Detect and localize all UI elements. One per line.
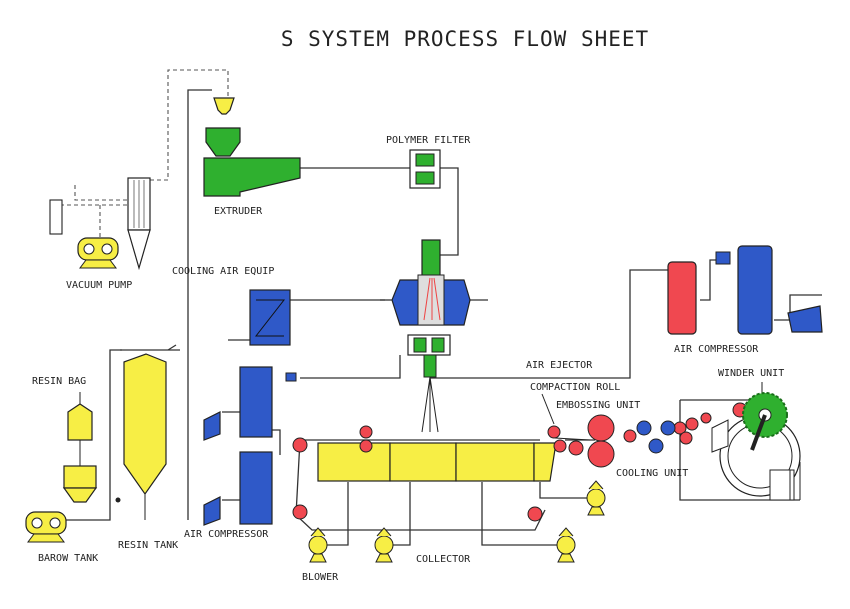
cooling-air-equip-label: COOLING AIR EQUIP — [172, 266, 274, 277]
cooling-roll-icon — [648, 438, 664, 454]
blower-icon — [308, 535, 328, 555]
hopper-icon — [213, 97, 235, 115]
air-dryer-icon — [737, 245, 773, 335]
resin-tank-icon — [123, 353, 167, 496]
roller-icon — [623, 429, 637, 443]
blower-icon — [374, 535, 394, 555]
vacuum-pump-label: VACUUM PUMP — [66, 280, 132, 291]
compressor-icon — [787, 305, 823, 333]
embossing-unit-label: EMBOSSING UNIT — [556, 400, 640, 411]
compaction-roll-label: COMPACTION ROLL — [530, 382, 620, 393]
extruder-label: EXTRUDER — [214, 206, 263, 217]
air-tank-icon — [239, 366, 273, 438]
attenuator-icon — [431, 337, 445, 353]
air-compressor-bottom-label: AIR COMPRESSOR — [184, 529, 269, 540]
winder-unit-group: WINDER UNIT — [711, 368, 801, 501]
diagram-title: S SYSTEM PROCESS FLOW SHEET — [281, 27, 649, 51]
roller-icon — [292, 504, 308, 520]
air-tank-icon — [239, 451, 273, 525]
vacuum-pump-group: VACUUM PUMP — [49, 177, 151, 291]
polymer-filter-group: POLYMER FILTER — [386, 135, 471, 189]
extruder-group: EXTRUDER — [203, 97, 301, 217]
chamber-icon — [455, 442, 535, 482]
top-air-compressor-group: AIR COMPRESSOR — [667, 245, 823, 355]
spinning-die-group — [380, 239, 471, 433]
roller-icon — [292, 437, 308, 453]
roller-icon — [527, 506, 543, 522]
resin-tank-label: RESIN TANK — [118, 540, 178, 551]
cooling-unit-label: COOLING UNIT — [616, 468, 688, 479]
roller-icon — [700, 412, 712, 424]
embossing-roll-icon — [587, 414, 615, 442]
extruder-icon — [203, 157, 301, 197]
blower-icon — [556, 535, 576, 555]
resin-bag-label: RESIN BAG — [32, 376, 86, 387]
cooling-unit-group: COOLING UNIT — [616, 420, 688, 479]
attenuator-icon — [413, 337, 427, 353]
resin-group: RESIN BAG BAROW TANK RESIN TANK — [25, 353, 178, 564]
roller-icon — [359, 439, 373, 453]
die-head-icon — [421, 239, 441, 281]
feed-hopper-icon — [205, 127, 241, 157]
compaction-roll-icon — [547, 425, 561, 439]
embossing-roll-icon — [587, 440, 615, 468]
roller-icon — [568, 440, 584, 456]
roll-group — [292, 402, 748, 522]
polymer-filter-label: POLYMER FILTER — [386, 135, 471, 146]
winder-unit-label: WINDER UNIT — [718, 368, 784, 379]
cooling-air-equip-group: COOLING AIR EQUIP — [172, 266, 291, 346]
roller-icon — [359, 425, 373, 439]
cooling-roll-icon — [660, 420, 676, 436]
compressor-icon — [203, 496, 221, 526]
compaction-roll-icon — [553, 439, 567, 453]
filter-icon — [415, 171, 435, 185]
resin-bag-icon — [67, 403, 93, 441]
cooling-roll-icon — [636, 420, 652, 436]
compressor-icon — [203, 411, 221, 441]
collector-label: COLLECTOR — [416, 554, 471, 565]
blower-icon — [586, 488, 606, 508]
air-receiver-icon — [667, 261, 697, 335]
bonding-chamber-group — [317, 442, 557, 482]
air-compressor-top-label: AIR COMPRESSOR — [674, 344, 759, 355]
roller-icon — [679, 431, 693, 445]
roller-icon — [685, 417, 699, 431]
barow-tank-label: BAROW TANK — [38, 553, 98, 564]
blower-label: BLOWER — [302, 572, 339, 583]
air-ejector-label: AIR EJECTOR — [526, 360, 593, 371]
chamber-icon — [389, 442, 457, 482]
left-air-compressor-group: AIR COMPRESSOR — [184, 366, 297, 540]
blower-group: BLOWER COLLECTOR — [302, 480, 606, 583]
chamber-icon — [317, 442, 391, 482]
filter-icon — [415, 153, 435, 167]
